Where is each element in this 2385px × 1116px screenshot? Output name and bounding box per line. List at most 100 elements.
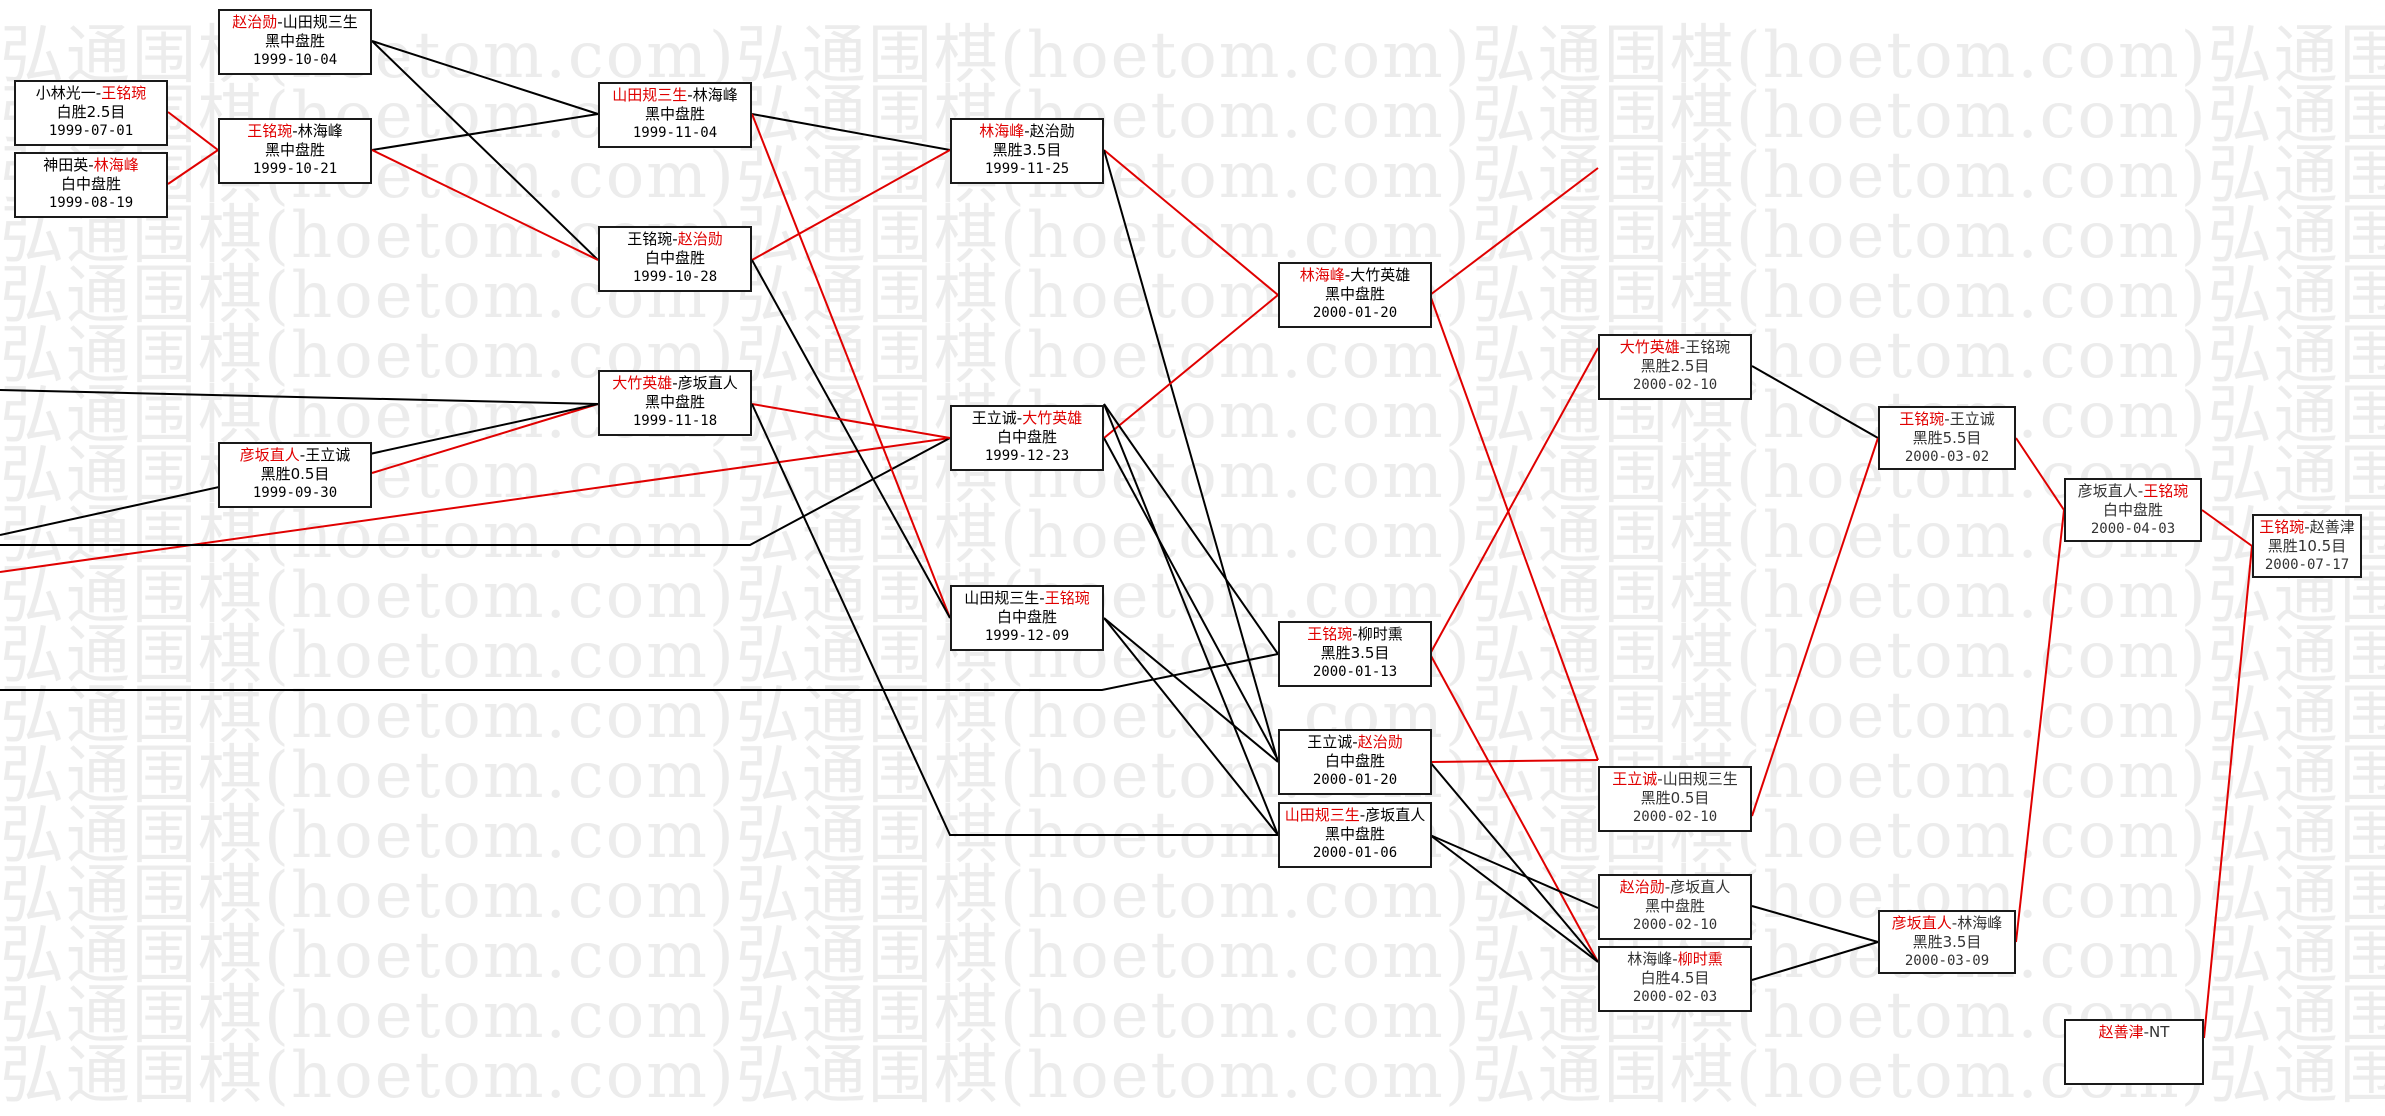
player-black: 王立诚 bbox=[1307, 733, 1353, 751]
match-node[interactable]: 王铭琬-林海峰 黑中盘胜 1999-10-21 bbox=[218, 118, 372, 184]
player-white: 赵治勋 bbox=[1029, 122, 1075, 140]
match-date: 1999-08-19 bbox=[48, 195, 134, 211]
player-white: 林海峰 bbox=[93, 156, 139, 174]
edge-line bbox=[371, 403, 599, 474]
player-black: 神田英 bbox=[43, 156, 89, 174]
edge-line bbox=[1751, 941, 1879, 981]
match-node[interactable]: 王立诚-大竹英雄 白中盘胜 1999-12-23 bbox=[950, 405, 1104, 471]
player-black: 王铭琬 bbox=[627, 230, 673, 248]
edge-line bbox=[0, 437, 951, 573]
match-result: 白中盘胜 bbox=[2102, 501, 2163, 519]
match-node[interactable]: 王立诚-山田规三生 黑胜0.5目 2000-02-10 bbox=[1598, 766, 1752, 832]
match-node[interactable]: 王铭琬-赵治勋 白中盘胜 1999-10-28 bbox=[598, 226, 752, 292]
match-date: 2000-04-03 bbox=[2090, 521, 2176, 537]
match-date: 2000-02-03 bbox=[1632, 989, 1718, 1005]
player-black: 林海峰 bbox=[1299, 266, 1345, 284]
match-node[interactable]: 山田规三生-林海峰 黑中盘胜 1999-11-04 bbox=[598, 82, 752, 148]
match-node[interactable]: 山田规三生-王铭琬 白中盘胜 1999-12-09 bbox=[950, 585, 1104, 651]
edge-line bbox=[0, 437, 951, 546]
player-white: 王铭琬 bbox=[101, 84, 147, 102]
edge-line bbox=[751, 403, 1278, 836]
edge-line bbox=[1751, 437, 1879, 817]
match-result: 黑胜3.5目 bbox=[992, 141, 1062, 159]
edge-line bbox=[1103, 294, 1279, 439]
edge-line bbox=[1429, 834, 1599, 909]
player-white: 大竹英雄 bbox=[1022, 409, 1083, 427]
player-white: 大竹英雄 bbox=[1350, 266, 1411, 284]
match-result: 黑胜10.5目 bbox=[2267, 537, 2347, 555]
player-white: 赵善津 bbox=[2309, 518, 2355, 536]
edge-line bbox=[167, 111, 219, 151]
edge-line bbox=[371, 40, 599, 261]
edge-line bbox=[2015, 437, 2065, 511]
player-white: 彦坂直人 bbox=[1365, 806, 1426, 824]
match-node[interactable]: 山田规三生-彦坂直人 黑中盘胜 2000-01-06 bbox=[1278, 802, 1432, 868]
player-black: 彦坂直人 bbox=[239, 446, 300, 464]
match-date: 1999-10-28 bbox=[632, 269, 718, 285]
player-black: 山田规三生 bbox=[1284, 806, 1360, 824]
match-result: 黑胜0.5目 bbox=[1640, 789, 1710, 807]
player-white: 柳时熏 bbox=[1677, 950, 1723, 968]
match-node[interactable]: 王铭琬-王立诚 黑胜5.5目 2000-03-02 bbox=[1878, 406, 2016, 470]
player-black: 王铭琬 bbox=[247, 122, 293, 140]
edge-line bbox=[371, 149, 599, 261]
match-result: 白中盘胜 bbox=[1324, 752, 1385, 770]
edge-line bbox=[1429, 761, 1599, 963]
match-result: 黑中盘胜 bbox=[264, 32, 325, 50]
player-black: 王铭琬 bbox=[2259, 518, 2305, 536]
match-node[interactable]: 王立诚-赵治勋 白中盘胜 2000-01-20 bbox=[1278, 729, 1432, 795]
player-white: 王立诚 bbox=[305, 446, 351, 464]
edge-line bbox=[751, 149, 951, 261]
player-white: 赵治勋 bbox=[1357, 733, 1403, 751]
match-node[interactable]: 王铭琬-柳时熏 黑胜3.5目 2000-01-13 bbox=[1278, 621, 1432, 687]
match-node[interactable]: 林海峰-柳时熏 白胜4.5目 2000-02-03 bbox=[1598, 946, 1752, 1012]
player-white: 赵治勋 bbox=[677, 230, 723, 248]
match-node[interactable]: 王铭琬-赵善津 黑胜10.5目 2000-07-17 bbox=[2252, 514, 2362, 578]
match-node[interactable]: 赵治勋-山田规三生 黑中盘胜 1999-10-04 bbox=[218, 9, 372, 75]
player-black: 王立诚 bbox=[971, 409, 1017, 427]
player-black: 赵治勋 bbox=[232, 13, 278, 31]
match-result: 白中盘胜 bbox=[996, 428, 1057, 446]
edge-line bbox=[1751, 365, 1879, 439]
match-node[interactable]: 林海峰-赵治勋 黑胜3.5目 1999-11-25 bbox=[950, 118, 1104, 184]
player-white: 彦坂直人 bbox=[1670, 878, 1731, 896]
player-black: 彦坂直人 bbox=[1891, 914, 1952, 932]
match-node[interactable]: 大竹英雄-王铭琬 黑胜2.5目 2000-02-10 bbox=[1598, 334, 1752, 400]
match-date: 2000-07-17 bbox=[2264, 557, 2350, 573]
player-white: 柳时熏 bbox=[1357, 625, 1403, 643]
match-result: 白中盘胜 bbox=[996, 608, 1057, 626]
edge-line bbox=[751, 113, 951, 619]
match-date: 2000-01-20 bbox=[1312, 772, 1398, 788]
match-node[interactable]: 彦坂直人-王立诚 黑胜0.5目 1999-09-30 bbox=[218, 442, 372, 508]
edge-line bbox=[1103, 149, 1279, 763]
player-black: 山田规三生 bbox=[612, 86, 688, 104]
match-date: 1999-07-01 bbox=[48, 123, 134, 139]
player-white: NT bbox=[2149, 1023, 2170, 1041]
edge-line bbox=[1103, 403, 1279, 836]
match-date: 1999-11-25 bbox=[984, 161, 1070, 177]
match-node[interactable]: 彦坂直人-林海峰 黑胜3.5目 2000-03-09 bbox=[1878, 910, 2016, 974]
match-node[interactable]: 彦坂直人-王铭琬 白中盘胜 2000-04-03 bbox=[2064, 478, 2202, 542]
match-date: 2000-01-13 bbox=[1312, 664, 1398, 680]
match-node[interactable]: 小林光一-王铭琬 白胜2.5目 1999-07-01 bbox=[14, 80, 168, 146]
match-date: 1999-11-18 bbox=[632, 413, 718, 429]
match-node[interactable]: 赵治勋-彦坂直人 黑中盘胜 2000-02-10 bbox=[1598, 874, 1752, 940]
player-white: 王铭琬 bbox=[2143, 482, 2189, 500]
edge-line bbox=[371, 40, 599, 115]
match-node[interactable]: 林海峰-大竹英雄 黑中盘胜 2000-01-20 bbox=[1278, 262, 1432, 328]
match-node[interactable]: 赵善津-NT bbox=[2064, 1019, 2204, 1085]
edge-line bbox=[2203, 545, 2253, 1039]
player-black: 王铭琬 bbox=[1307, 625, 1353, 643]
player-white: 彦坂直人 bbox=[677, 374, 738, 392]
match-node[interactable]: 神田英-林海峰 白中盘胜 1999-08-19 bbox=[14, 152, 168, 218]
player-white: 王铭琬 bbox=[1685, 338, 1731, 356]
match-result: 黑中盘胜 bbox=[1644, 897, 1705, 915]
match-date: 2000-02-10 bbox=[1632, 917, 1718, 933]
edge-line bbox=[1103, 617, 1279, 836]
match-result: 黑胜2.5目 bbox=[1640, 357, 1710, 375]
match-node[interactable]: 大竹英雄-彦坂直人 黑中盘胜 1999-11-18 bbox=[598, 370, 752, 436]
edge-line bbox=[1429, 834, 1599, 963]
edge-line bbox=[1429, 294, 1599, 761]
edge-line bbox=[0, 653, 1279, 691]
player-white: 山田规三生 bbox=[1662, 770, 1738, 788]
